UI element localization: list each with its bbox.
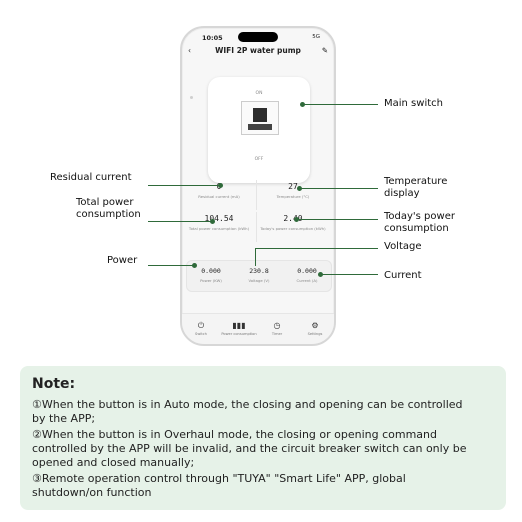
label-temperature-display: Temperature display	[384, 176, 447, 200]
page-title: WIFI 2P water pump	[215, 46, 301, 55]
stat-label: Today's power consumption (kWh)	[260, 226, 326, 231]
tab-timer[interactable]: ◷ Timer	[258, 321, 296, 336]
callout-dot	[294, 217, 299, 222]
label-power: Power	[107, 255, 138, 266]
callout-line	[303, 104, 378, 105]
gear-icon: ⚙	[311, 321, 319, 330]
callout-line	[148, 185, 220, 186]
reading-label: Voltage (V)	[248, 278, 270, 283]
callout-line	[255, 248, 256, 266]
page-indicator-dot	[190, 96, 193, 99]
clock-icon: ◷	[273, 321, 281, 330]
reading-voltage: 230.8 Voltage (V)	[235, 267, 283, 283]
label-total-power: Total power consumption	[76, 197, 141, 221]
stat-label: Total power consumption (kWh)	[188, 226, 250, 231]
app-bar: ‹ WIFI 2P water pump ✎	[182, 46, 334, 60]
note-line: ②When the button is in Overhaul mode, th…	[32, 428, 438, 441]
note-line: ③Remote operation control through "TUYA"…	[32, 472, 406, 485]
main-switch-button[interactable]: ON OFF	[208, 77, 310, 183]
reading-label: Power (KW)	[200, 278, 222, 283]
reading-label: Current (A)	[296, 278, 318, 283]
reading-value: 0.000	[201, 267, 221, 275]
label-line: display	[384, 188, 420, 199]
label-main-switch: Main switch	[384, 98, 443, 109]
stat-temperature: 27 Temperature (°C)	[256, 182, 330, 199]
pencil-icon[interactable]: ✎	[321, 46, 328, 55]
callout-line	[255, 248, 378, 249]
callout-dot	[210, 219, 215, 224]
note-line: ①When the button is in Auto mode, the cl…	[32, 398, 463, 411]
note-line: opened and closed manually;	[32, 456, 195, 469]
note-title: Note:	[32, 376, 76, 392]
tab-settings[interactable]: ⚙ Settings	[296, 321, 334, 336]
reading-value: 0.000	[297, 267, 317, 275]
callout-line	[300, 188, 378, 189]
stat-value: 2.40	[283, 214, 303, 223]
reading-value: 230.8	[249, 267, 269, 275]
breaker-slot	[248, 124, 272, 130]
bar-chart-icon: ▮▮▮	[232, 321, 246, 330]
stat-label: Temperature (°C)	[276, 194, 310, 199]
switch-on-label: ON	[255, 91, 263, 96]
tab-label: Switch	[195, 332, 207, 336]
label-line: Total power	[76, 197, 134, 208]
note-line: by the APP;	[32, 412, 96, 425]
breaker-lever	[253, 108, 267, 122]
stat-value: 27	[288, 182, 298, 191]
callout-line	[321, 274, 378, 275]
callout-dot	[300, 102, 305, 107]
label-line: Today's power	[384, 211, 455, 222]
label-line: consumption	[76, 209, 141, 220]
status-bar: 10:05 5G	[182, 28, 334, 46]
bottom-tab-bar: ⏻ Switch ▮▮▮ Power consumption ◷ Timer ⚙…	[182, 313, 334, 344]
chevron-left-icon[interactable]: ‹	[188, 46, 191, 55]
status-signal: 5G	[312, 34, 320, 40]
label-todays-power: Today's power consumption	[384, 211, 455, 235]
callout-dot	[318, 272, 323, 277]
phone-screen: 10:05 5G ‹ WIFI 2P water pump ✎ ON OFF 0…	[180, 26, 336, 346]
tab-label: Timer	[271, 332, 283, 336]
callout-dot	[297, 186, 302, 191]
divider	[256, 180, 257, 210]
note-box: Note: ①When the button is in Auto mode, …	[20, 366, 506, 510]
tab-label: Settings	[307, 332, 323, 336]
reading-current: 0.000 Current (A)	[283, 267, 331, 283]
power-readings-card: 0.000 Power (KW) 230.8 Voltage (V) 0.000…	[186, 260, 332, 292]
status-time: 10:05	[202, 34, 223, 42]
note-line: shutdown/on function	[32, 486, 152, 499]
divider	[256, 212, 257, 242]
note-line: controlled by the APP will be invalid, a…	[32, 442, 467, 455]
stat-todays-power: 2.40 Today's power consumption (kWh)	[256, 214, 330, 231]
label-current: Current	[384, 270, 422, 281]
tab-power-consumption[interactable]: ▮▮▮ Power consumption	[220, 321, 258, 336]
dynamic-island	[238, 32, 278, 42]
callout-dot	[192, 263, 197, 268]
label-line: consumption	[384, 223, 449, 234]
switch-off-label: OFF	[254, 157, 264, 162]
tab-label: Power consumption	[221, 332, 257, 336]
label-voltage: Voltage	[384, 241, 422, 252]
reading-power: 0.000 Power (KW)	[187, 267, 235, 283]
stat-value: 104.54	[204, 214, 234, 223]
stat-total-power: 104.54 Total power consumption (kWh)	[182, 214, 256, 231]
callout-dot	[218, 183, 223, 188]
label-line: Temperature	[384, 176, 448, 187]
tab-switch[interactable]: ⏻ Switch	[182, 321, 220, 336]
power-icon: ⏻	[197, 321, 205, 330]
callout-line	[148, 265, 194, 266]
stat-label: Residual current (mA)	[198, 194, 240, 199]
callout-line	[148, 221, 212, 222]
label-residual-current: Residual current	[50, 172, 132, 183]
callout-line	[297, 219, 378, 220]
breaker-icon	[241, 101, 279, 135]
